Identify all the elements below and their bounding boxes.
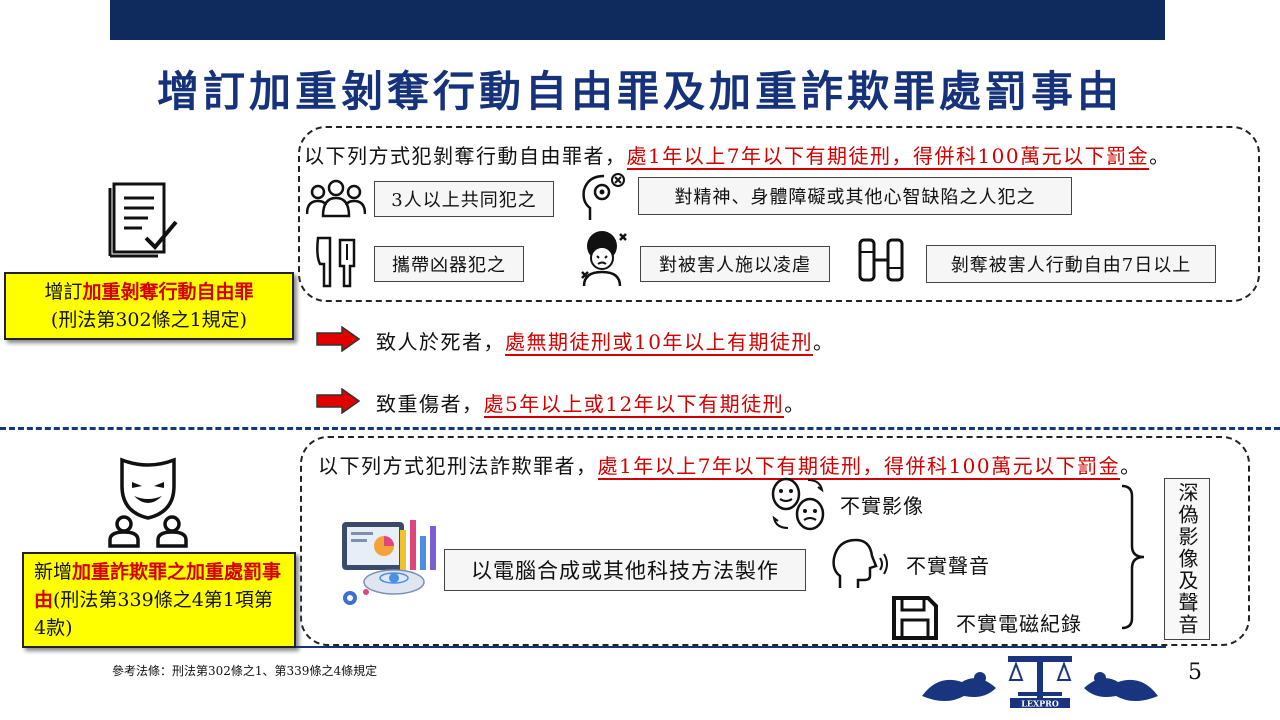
abuse-victim-icon (578, 228, 630, 288)
top-banner (110, 0, 1165, 40)
output-fake-record: 不實電磁紀錄 (956, 612, 1082, 636)
condition-item: 對精神、身體障礙或其他心智缺陷之人犯之 (638, 177, 1072, 215)
section2-frame (300, 436, 1250, 646)
document-check-icon (108, 180, 180, 260)
death-consequence: 致人於死者，處無期徒刑或10年以上有期徒刑。 (376, 330, 835, 356)
injury-consequence: 致重傷者，處5年以上或12年以下有期徒刑。 (376, 392, 806, 418)
fraud-mask-icon (102, 456, 194, 548)
tech-method-box: 以電腦合成或其他科技方法製作 (444, 549, 806, 591)
section2-intro: 以下列方式犯刑法詐欺罪者，處1年以上7年以下有期徒刑，得併科100萬元以下罰金。 (318, 454, 1142, 480)
reference-note: 參考法條：刑法第302條之1、第339條之4條規定 (112, 664, 378, 678)
section-divider (0, 427, 1280, 430)
footer-line (296, 646, 1166, 648)
output-fake-image: 不實影像 (840, 494, 924, 518)
page-title: 增訂加重剝奪行動自由罪及加重詐欺罪處罰事由 (156, 67, 1123, 116)
lexpro-logo: LEXPRO (918, 652, 1162, 710)
handcuffs-icon (856, 236, 906, 284)
condition-item: 3人以上共同犯之 (374, 181, 554, 217)
right-brace (1118, 484, 1148, 630)
condition-item: 對被害人施以凌虐 (640, 246, 830, 282)
floppy-disk-icon (890, 594, 940, 642)
page-number: 5 (1188, 660, 1202, 685)
deepfake-summary-box: 深偽影像及聲音 (1164, 478, 1210, 640)
condition-item: 攜帶凶器犯之 (374, 246, 524, 282)
section1-frame (298, 126, 1260, 302)
condition-item: 剝奪被害人行動自由7日以上 (926, 245, 1216, 283)
red-arrow-icon (316, 326, 360, 352)
section1-label-box: 增訂加重剝奪行動自由罪 (刑法第302條之1規定) (4, 272, 294, 340)
svg-text:LEXPRO: LEXPRO (1021, 699, 1059, 709)
section2-label-box: 新增加重詐欺罪之加重處罰事由(刑法第339條之4第1項第4款) (22, 552, 296, 648)
section1-intro: 以下列方式犯剝奪行動自由罪者，處1年以上7年以下有期徒刑，得併科100萬元以下罰… (304, 144, 1171, 170)
red-arrow-icon (316, 388, 360, 414)
knife-icon (314, 236, 358, 288)
mental-health-icon (580, 172, 628, 222)
output-fake-audio: 不實聲音 (906, 554, 990, 578)
group-people-icon (306, 178, 366, 218)
face-swap-icon (770, 476, 826, 532)
speaking-head-icon (830, 536, 888, 590)
computer-tech-icon (338, 516, 442, 608)
